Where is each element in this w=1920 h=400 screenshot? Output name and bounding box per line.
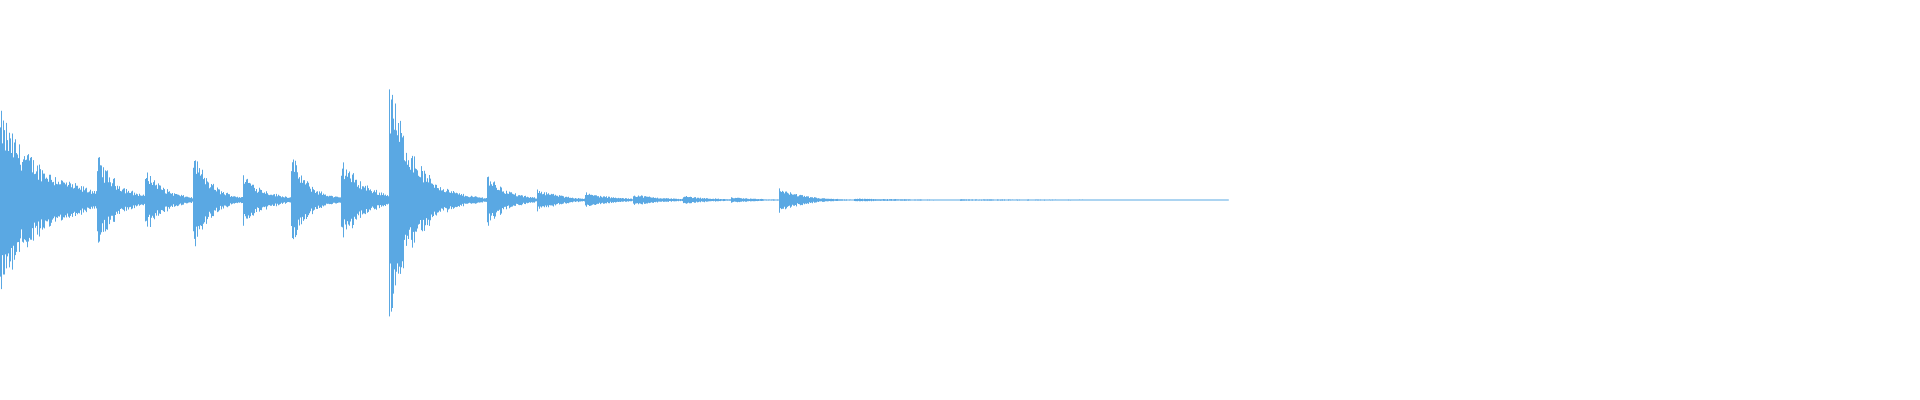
waveform-bars: [0, 89, 1229, 317]
waveform-samples: [0, 89, 1164, 317]
